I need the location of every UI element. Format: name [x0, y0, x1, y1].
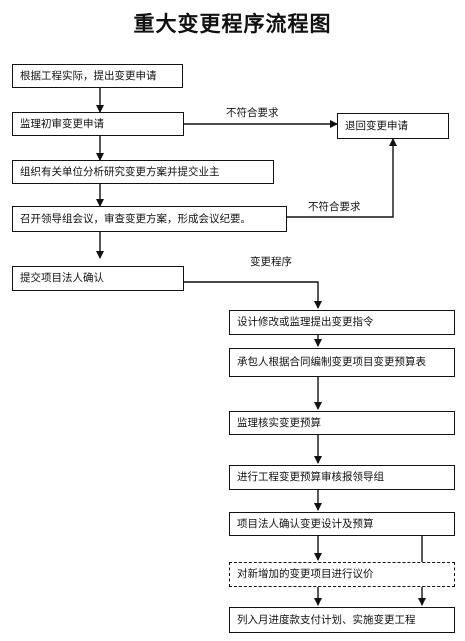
step-box-4: 召开领导组会议，审查变更方案，形成会议纪要。	[12, 206, 287, 232]
arrow-s4-reject	[287, 138, 397, 218]
page-title: 重大变更程序流程图	[133, 12, 332, 36]
step-box-12: 列入月进度款支付计划、实施变更工程	[229, 607, 455, 633]
reject-box: 退回变更申请	[337, 113, 449, 139]
step-box-7: 承包人根据合同编制变更项目变更预算表	[229, 348, 455, 377]
step-box-5: 提交项目法人确认	[12, 266, 184, 291]
step-box-10: 项目法人确认变更设计及预算	[229, 512, 455, 536]
step-box-3: 组织有关单位分析研究变更方案并提交业主	[12, 160, 274, 184]
step-box-2: 监理初审变更申请	[12, 112, 184, 136]
label-change-procedure: 变更程序	[250, 256, 292, 268]
step-box-1: 根据工程实际，提出变更申请	[12, 64, 183, 88]
step-box-11: 对新增加的变更项目进行议价	[229, 562, 455, 587]
step-box-8: 监理核实变更预算	[229, 411, 455, 435]
label-not-compliant-2: 不符合要求	[308, 201, 361, 213]
step-box-6: 设计修改或监理提出变更指令	[229, 310, 455, 335]
arrow-s5-s6	[184, 281, 322, 309]
step-box-9: 进行工程变更预算审核报领导组	[229, 465, 455, 490]
label-not-compliant-1: 不符合要求	[226, 107, 279, 119]
